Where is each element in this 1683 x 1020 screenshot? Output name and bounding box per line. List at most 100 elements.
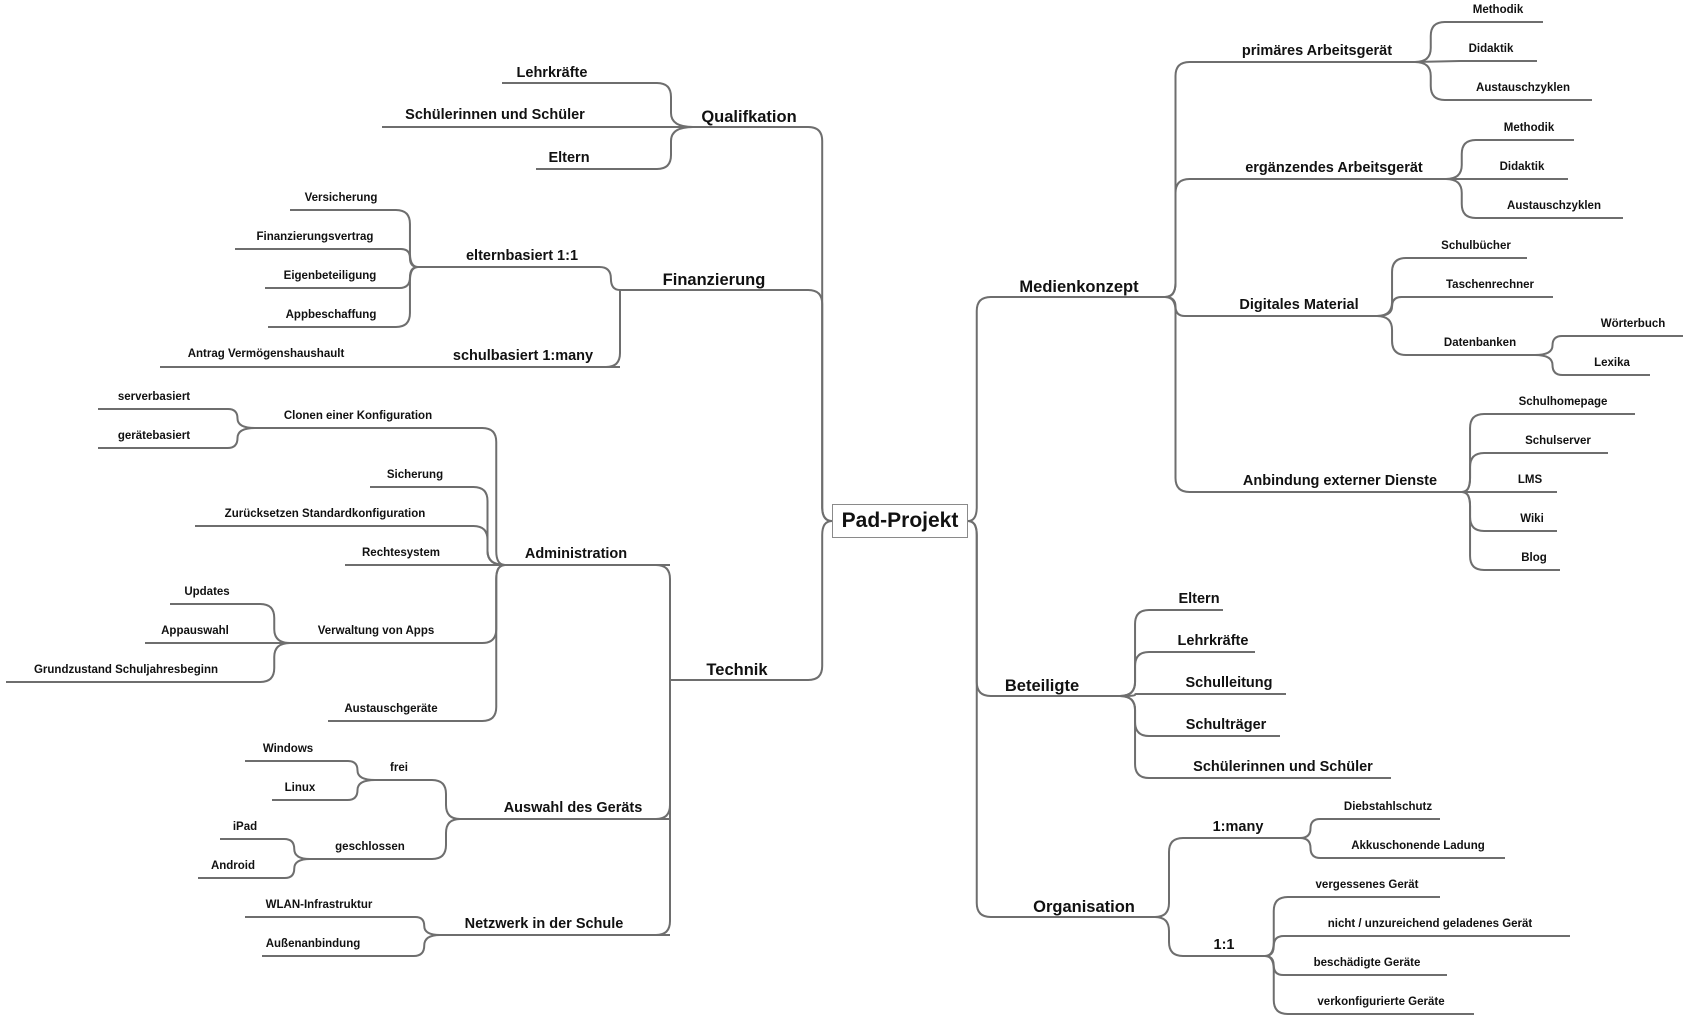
node-methodik[interactable]: Methodik [1503,122,1555,134]
node-appauswahl[interactable]: Appauswahl [161,625,229,637]
connector-methodik [1445,139,1491,180]
node-schulserver[interactable]: Schulserver [1525,435,1591,447]
node-medienkonzept[interactable]: Medienkonzept [1019,278,1139,296]
node-updates[interactable]: Updates [184,586,230,598]
node-finanzierungsvertrag[interactable]: Finanzierungsvertrag [256,231,374,243]
node-austauschzyklen[interactable]: Austauschzyklen [1507,200,1601,212]
node-android[interactable]: Android [210,860,256,872]
node-datenbanken[interactable]: Datenbanken [1443,337,1517,349]
node-lehrkraefte[interactable]: Lehrkräfte [516,65,588,81]
node-auswahl-des-geraets[interactable]: Auswahl des Geräts [503,800,643,816]
node-antrag-vermoegenshaushault[interactable]: Antrag Vermögenshaushault [187,348,345,360]
connector-1-many [1154,837,1195,918]
node-qualifkation[interactable]: Qualifkation [701,108,797,126]
node-serverbasiert[interactable]: serverbasiert [117,391,191,403]
connector-anbindung-externer-dienste [1164,296,1195,493]
connector-zuruecksetzen-standardkonfiguration [455,525,506,566]
connector-austauschzyklen [1414,61,1460,101]
node-anbindung-externer-dienste[interactable]: Anbindung externer Dienste [1242,473,1438,489]
node-sicherung[interactable]: Sicherung [386,469,444,481]
node-akkuschonende-ladung[interactable]: Akkuschonende Ladung [1351,840,1485,852]
connector-administration [655,564,671,680]
node-taschenrechner[interactable]: Taschenrechner [1446,279,1534,291]
node-1-1[interactable]: 1:1 [1213,937,1235,953]
node-appbeschaffung[interactable]: Appbeschaffung [285,309,377,321]
node-didaktik[interactable]: Didaktik [1499,161,1545,173]
node-lehrkraefte[interactable]: Lehrkräfte [1177,633,1249,649]
node-verwaltung-von-apps[interactable]: Verwaltung von Apps [317,625,435,637]
node-schuelerinnen-und-schueler[interactable]: Schülerinnen und Schüler [405,107,585,123]
node-austauschzyklen[interactable]: Austauschzyklen [1476,82,1570,94]
node-didaktik[interactable]: Didaktik [1468,43,1514,55]
connector-ipad [265,838,311,860]
connector-geraetebasiert [205,427,256,449]
connector-finanzierungsvertrag [395,248,419,268]
node-ergaenzendes-arbeitsgeraet[interactable]: ergänzendes Arbeitsgerät [1245,160,1423,176]
node-nicht-unzureichend-geladenes-geraet[interactable]: nicht / unzureichend geladenes Gerät [1327,918,1533,930]
node-lexika[interactable]: Lexika [1594,357,1630,369]
connector-technik [804,520,833,681]
node-finanzierung[interactable]: Finanzierung [662,271,766,289]
node-frei[interactable]: frei [390,762,408,774]
node-schulleitung[interactable]: Schulleitung [1185,675,1273,691]
node-diebstahlschutz[interactable]: Diebstahlschutz [1343,801,1433,813]
node-eigenbeteiligung[interactable]: Eigenbeteiligung [283,270,377,282]
connector-serverbasiert [205,408,256,429]
node-austauschgeraete[interactable]: Austauschgeräte [344,703,438,715]
node-netzwerk-in-der-schule[interactable]: Netzwerk in der Schule [464,916,624,932]
node-rechtesystem[interactable]: Rechtesystem [362,547,440,559]
node-technik[interactable]: Technik [706,661,768,679]
node-zuruecksetzen-standardkonfiguration[interactable]: Zurücksetzen Standardkonfiguration [224,508,426,520]
node-schulhomepage[interactable]: Schulhomepage [1518,396,1608,408]
node-schultraeger[interactable]: Schulträger [1185,717,1267,733]
node-vergessenes-geraet[interactable]: vergessenes Gerät [1315,879,1419,891]
node-schuelerinnen-und-schueler[interactable]: Schülerinnen und Schüler [1193,759,1373,775]
root-node[interactable]: Pad-Projekt [832,504,968,538]
node-wlan-infrastruktur[interactable]: WLAN-Infrastruktur [265,899,373,911]
node-methodik[interactable]: Methodik [1472,4,1524,16]
connector-methodik [1414,21,1460,63]
node-blog[interactable]: Blog [1521,552,1547,564]
connector-elternbasiert-1-1 [594,266,621,291]
node-organisation[interactable]: Organisation [1033,898,1135,916]
node-woerterbuch[interactable]: Wörterbuch [1600,318,1666,330]
node-windows[interactable]: Windows [262,743,314,755]
node-schulbasiert-1-many[interactable]: schulbasiert 1:many [452,348,594,364]
connector-finanzierung [804,289,833,522]
node-1-many[interactable]: 1:many [1212,819,1264,835]
connector-grundzustand-schuljahresbeginn [245,642,291,683]
node-elternbasiert-1-1[interactable]: elternbasiert 1:1 [465,248,579,264]
node-eltern[interactable]: Eltern [1178,591,1220,607]
connector-lexika [1534,354,1585,376]
node-administration[interactable]: Administration [524,546,628,562]
node-eltern[interactable]: Eltern [548,150,590,166]
connector-lehrkraefte [1119,651,1163,697]
node-ipad[interactable]: iPad [232,821,258,833]
node-lms[interactable]: LMS [1517,474,1543,486]
connector-organisation [967,520,993,918]
node-schulbuecher[interactable]: Schulbücher [1441,240,1511,252]
node-versicherung[interactable]: Versicherung [304,192,378,204]
node-clonen-einer-konfiguration[interactable]: Clonen einer Konfiguration [283,410,433,422]
connector-didaktik [1414,60,1461,63]
node-verkonfigurierte-geraete[interactable]: verkonfigurierte Geräte [1317,996,1445,1008]
node-primaeres-arbeitsgeraet[interactable]: primäres Arbeitsgerät [1241,43,1393,59]
node-grundzustand-schuljahresbeginn[interactable]: Grundzustand Schuljahresbeginn [33,664,219,676]
node-aussenanbindung[interactable]: Außenanbindung [265,938,361,950]
connector-eltern [630,126,694,170]
connector-schuelerinnen-und-schueler [1119,695,1163,779]
node-linux[interactable]: Linux [284,782,316,794]
connector-diebstahlschutz [1299,818,1330,839]
connector-linux [325,779,376,801]
node-digitales-material[interactable]: Digitales Material [1239,297,1359,313]
node-geschlossen[interactable]: geschlossen [335,841,405,853]
connector-android [265,858,311,879]
node-wiki[interactable]: Wiki [1520,513,1544,525]
node-beteiligte[interactable]: Beteiligte [1004,677,1080,695]
node-geraetebasiert[interactable]: gerätebasiert [117,430,191,442]
node-beschaedigte-geraete[interactable]: beschädigte Geräte [1313,957,1421,969]
connector-austauschzyklen [1445,178,1491,219]
connector-schulserver [1461,452,1485,493]
